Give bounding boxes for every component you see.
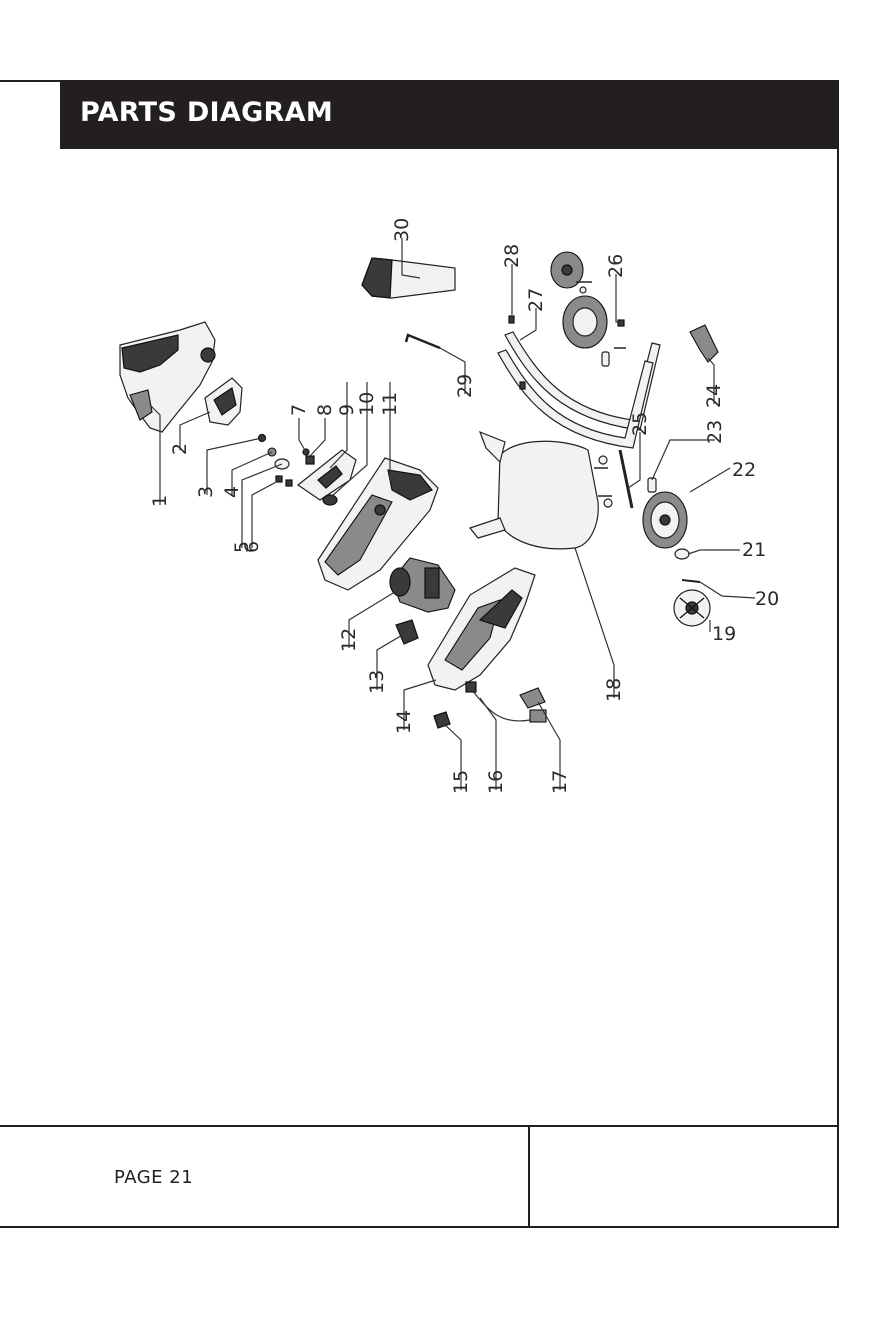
part-label-13: 13 [366, 670, 388, 694]
page-title: PARTS DIAGRAM [80, 97, 333, 128]
part-label-7: 7 [288, 404, 310, 416]
part-2-shape [205, 378, 242, 425]
part-label-15: 15 [450, 770, 472, 794]
part-label-16: 16 [485, 770, 507, 794]
part-22-shape [643, 492, 687, 548]
part-label-12: 12 [338, 628, 360, 652]
part-label-8: 8 [314, 404, 336, 416]
part-10-shape [323, 495, 337, 505]
part-label-1: 1 [149, 495, 171, 507]
part-label-9: 9 [336, 404, 358, 416]
part-label-29: 29 [454, 374, 476, 398]
footer-column-divider [528, 1125, 530, 1228]
part-label-18: 18 [603, 678, 625, 702]
part-8-shape [306, 456, 314, 464]
part-19-shape [674, 590, 710, 626]
part-24-shape [690, 325, 718, 362]
part-label-14: 14 [393, 710, 415, 734]
exploded-parts-diagram: 1 2 3 4 5 6 7 8 9 10 11 12 13 14 15 16 1… [0, 150, 839, 850]
part-label-2: 2 [169, 443, 191, 455]
part-12-shape [390, 558, 455, 612]
part-label-11: 11 [379, 392, 401, 416]
part-label-20: 20 [755, 588, 779, 610]
part-label-22: 22 [732, 459, 756, 481]
part-label-19: 19 [712, 623, 736, 645]
part-label-3: 3 [195, 486, 217, 498]
part-30-shape [362, 258, 455, 298]
part-label-24: 24 [703, 384, 725, 408]
part-label-25: 25 [629, 412, 651, 436]
part-label-21: 21 [742, 539, 766, 561]
part-29-shape [406, 335, 440, 348]
part-label-28: 28 [501, 244, 523, 268]
part-25-shape [594, 450, 632, 508]
part-13-shape [396, 620, 418, 644]
part-label-26: 26 [605, 254, 627, 278]
part-21-shape [675, 549, 689, 559]
part-label-10: 10 [356, 392, 378, 416]
part-label-30: 30 [391, 218, 413, 242]
part-20-shape [682, 580, 700, 582]
part-label-27: 27 [525, 288, 547, 312]
part-label-6: 6 [241, 541, 263, 553]
part-15-shape [434, 712, 450, 728]
footer-divider [0, 1125, 839, 1127]
part-label-23: 23 [704, 420, 726, 444]
section-header: PARTS DIAGRAM [60, 81, 839, 149]
part-label-4: 4 [221, 486, 243, 498]
page-number: PAGE 21 [114, 1167, 193, 1188]
part-23-shape [648, 478, 656, 492]
part-label-17: 17 [549, 770, 571, 794]
part-18-shape [470, 432, 598, 549]
part-17-shape [520, 688, 545, 708]
